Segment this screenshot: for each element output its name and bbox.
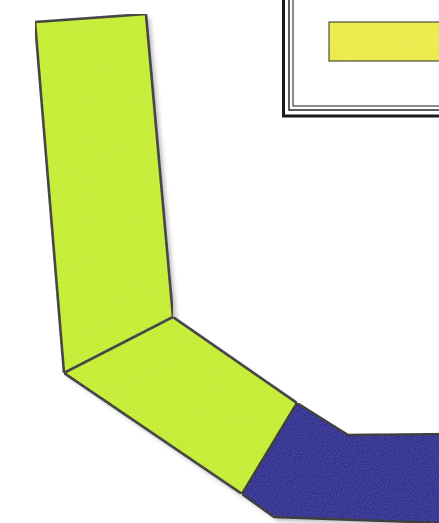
yellow-bar: [329, 22, 439, 61]
